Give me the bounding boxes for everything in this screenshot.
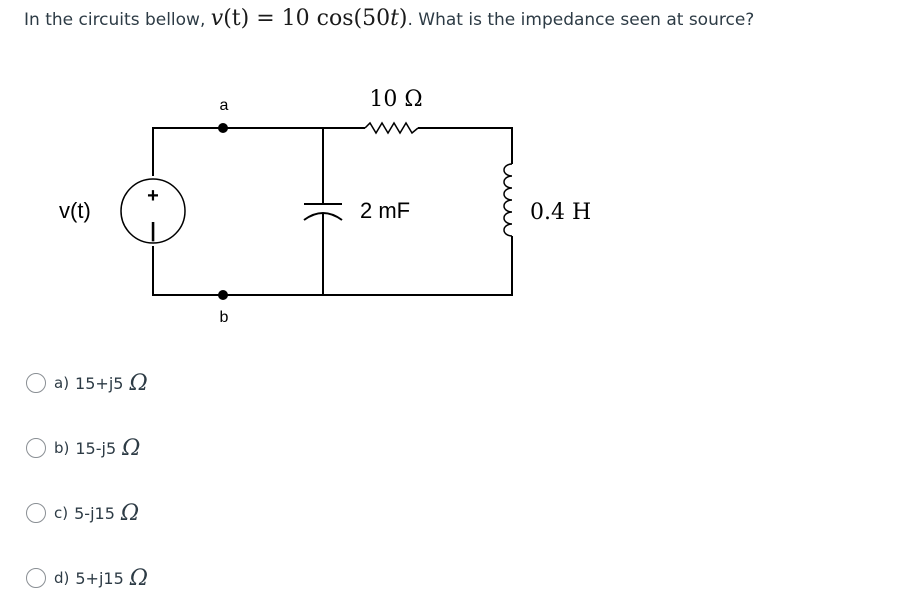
node-a-label: a [220,97,229,114]
resistor-icon [364,121,419,135]
math-v: v [210,6,224,31]
answer-value: 5+j15 [75,568,124,588]
circuit-wires [152,127,513,296]
answer-value: 15+j5 [75,373,124,393]
math-eq: = 10 cos(50 [249,6,391,31]
answer-option-c[interactable]: c) 5-j15 Ω [26,498,326,528]
ohm-unit: Ω [120,500,140,526]
question-suffix: . What is the impedance seen at source? [407,10,755,30]
math-t2: t [390,6,399,31]
ohm-unit: Ω [129,370,148,396]
resistor-label: 10 Ω [369,87,422,112]
question-prefix: In the circuits bellow, [24,10,211,30]
radio-b[interactable] [26,438,46,458]
answer-value: 15-j5 [75,438,117,458]
inductor-label: 0.4 H [530,200,591,225]
answer-value: 5-j15 [74,503,115,523]
radio-a[interactable] [26,373,46,393]
voltage-expression: v(t) = 10 cos(50t) [211,6,408,31]
source-minus: | [150,220,156,242]
answer-option-d[interactable]: d) 5+j15 Ω [26,563,326,593]
inductor-icon [503,163,513,237]
math-close: ) [398,6,408,31]
ohm-unit: Ω [122,435,141,461]
ohm-unit: Ω [129,565,149,591]
voltage-source-icon [120,178,186,244]
source-label: v(t) [59,198,91,223]
answer-letter: a) [54,374,70,392]
answer-letter: b) [54,439,70,457]
math-t1: (t) [223,6,250,31]
question-text: In the circuits bellow, v(t) = 10 cos(50… [24,6,884,33]
answer-option-b[interactable]: b) 15-j5 Ω [26,433,326,463]
circuit-diagram: + | v(t) a b 10 Ω 2 mF 0.4 H [59,87,591,326]
source-plus: + [147,185,159,207]
node-b-label: b [220,309,229,326]
node-a-dot [218,123,228,133]
answer-option-a[interactable]: a) 15+j5 Ω [26,368,326,398]
capacitor-icon [303,192,343,224]
answer-letter: d) [54,569,70,587]
radio-c[interactable] [26,503,46,523]
capacitor-label: 2 mF [360,198,410,223]
answer-letter: c) [54,504,69,522]
radio-d[interactable] [26,568,46,588]
node-b-dot [218,290,228,300]
